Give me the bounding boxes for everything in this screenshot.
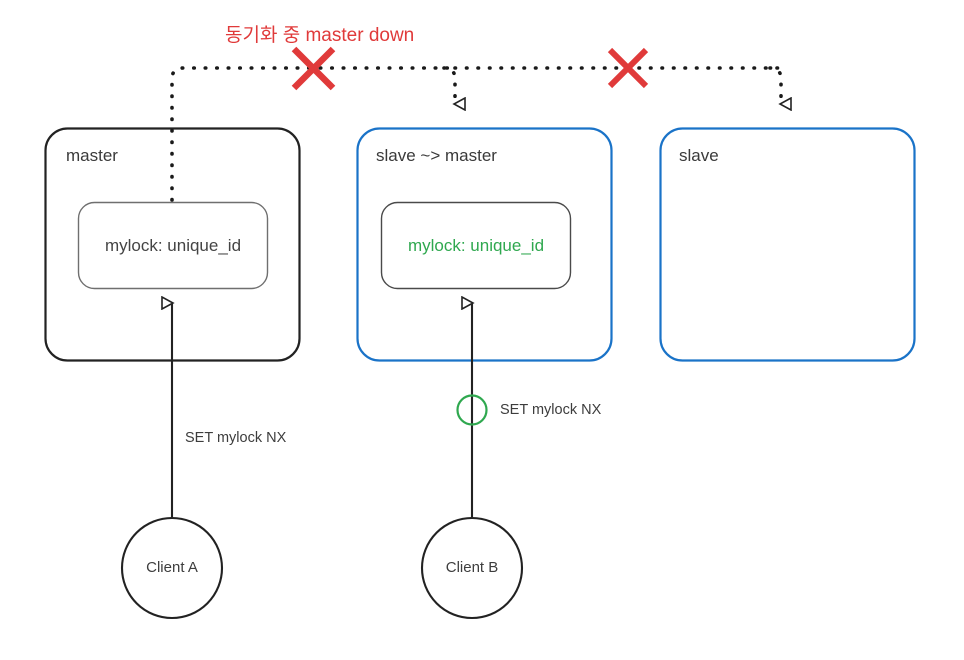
inner-label-master-lock: mylock: unique_id — [104, 236, 242, 255]
blocked-mark-1 — [291, 46, 336, 91]
replication-line-to-slave-promoted — [442, 66, 455, 104]
node-box-slave — [659, 127, 916, 362]
blocked-mark-2 — [607, 47, 649, 89]
inner-box-master-lock — [77, 201, 269, 290]
client-label-b: Client B — [445, 559, 499, 576]
node-label-slave-promoted: slave ~> master — [376, 146, 497, 165]
node-label-master: master — [66, 146, 118, 165]
edge-label-client-b-set: SET mylock NX — [500, 402, 602, 418]
node-label-slave: slave — [679, 146, 719, 165]
client-label-a: Client A — [146, 559, 198, 576]
diagram-title: 동기화 중 master down — [225, 25, 415, 46]
edge-marker-circle-green — [456, 394, 488, 426]
edge-label-client-a-set: SET mylock NX — [185, 430, 287, 446]
inner-box-slave-promoted-lock — [380, 201, 572, 290]
inner-label-slave-promoted-lock: mylock: unique_id — [407, 236, 545, 255]
replication-line-to-slave — [768, 66, 781, 104]
replication-line-trunk — [170, 66, 457, 202]
